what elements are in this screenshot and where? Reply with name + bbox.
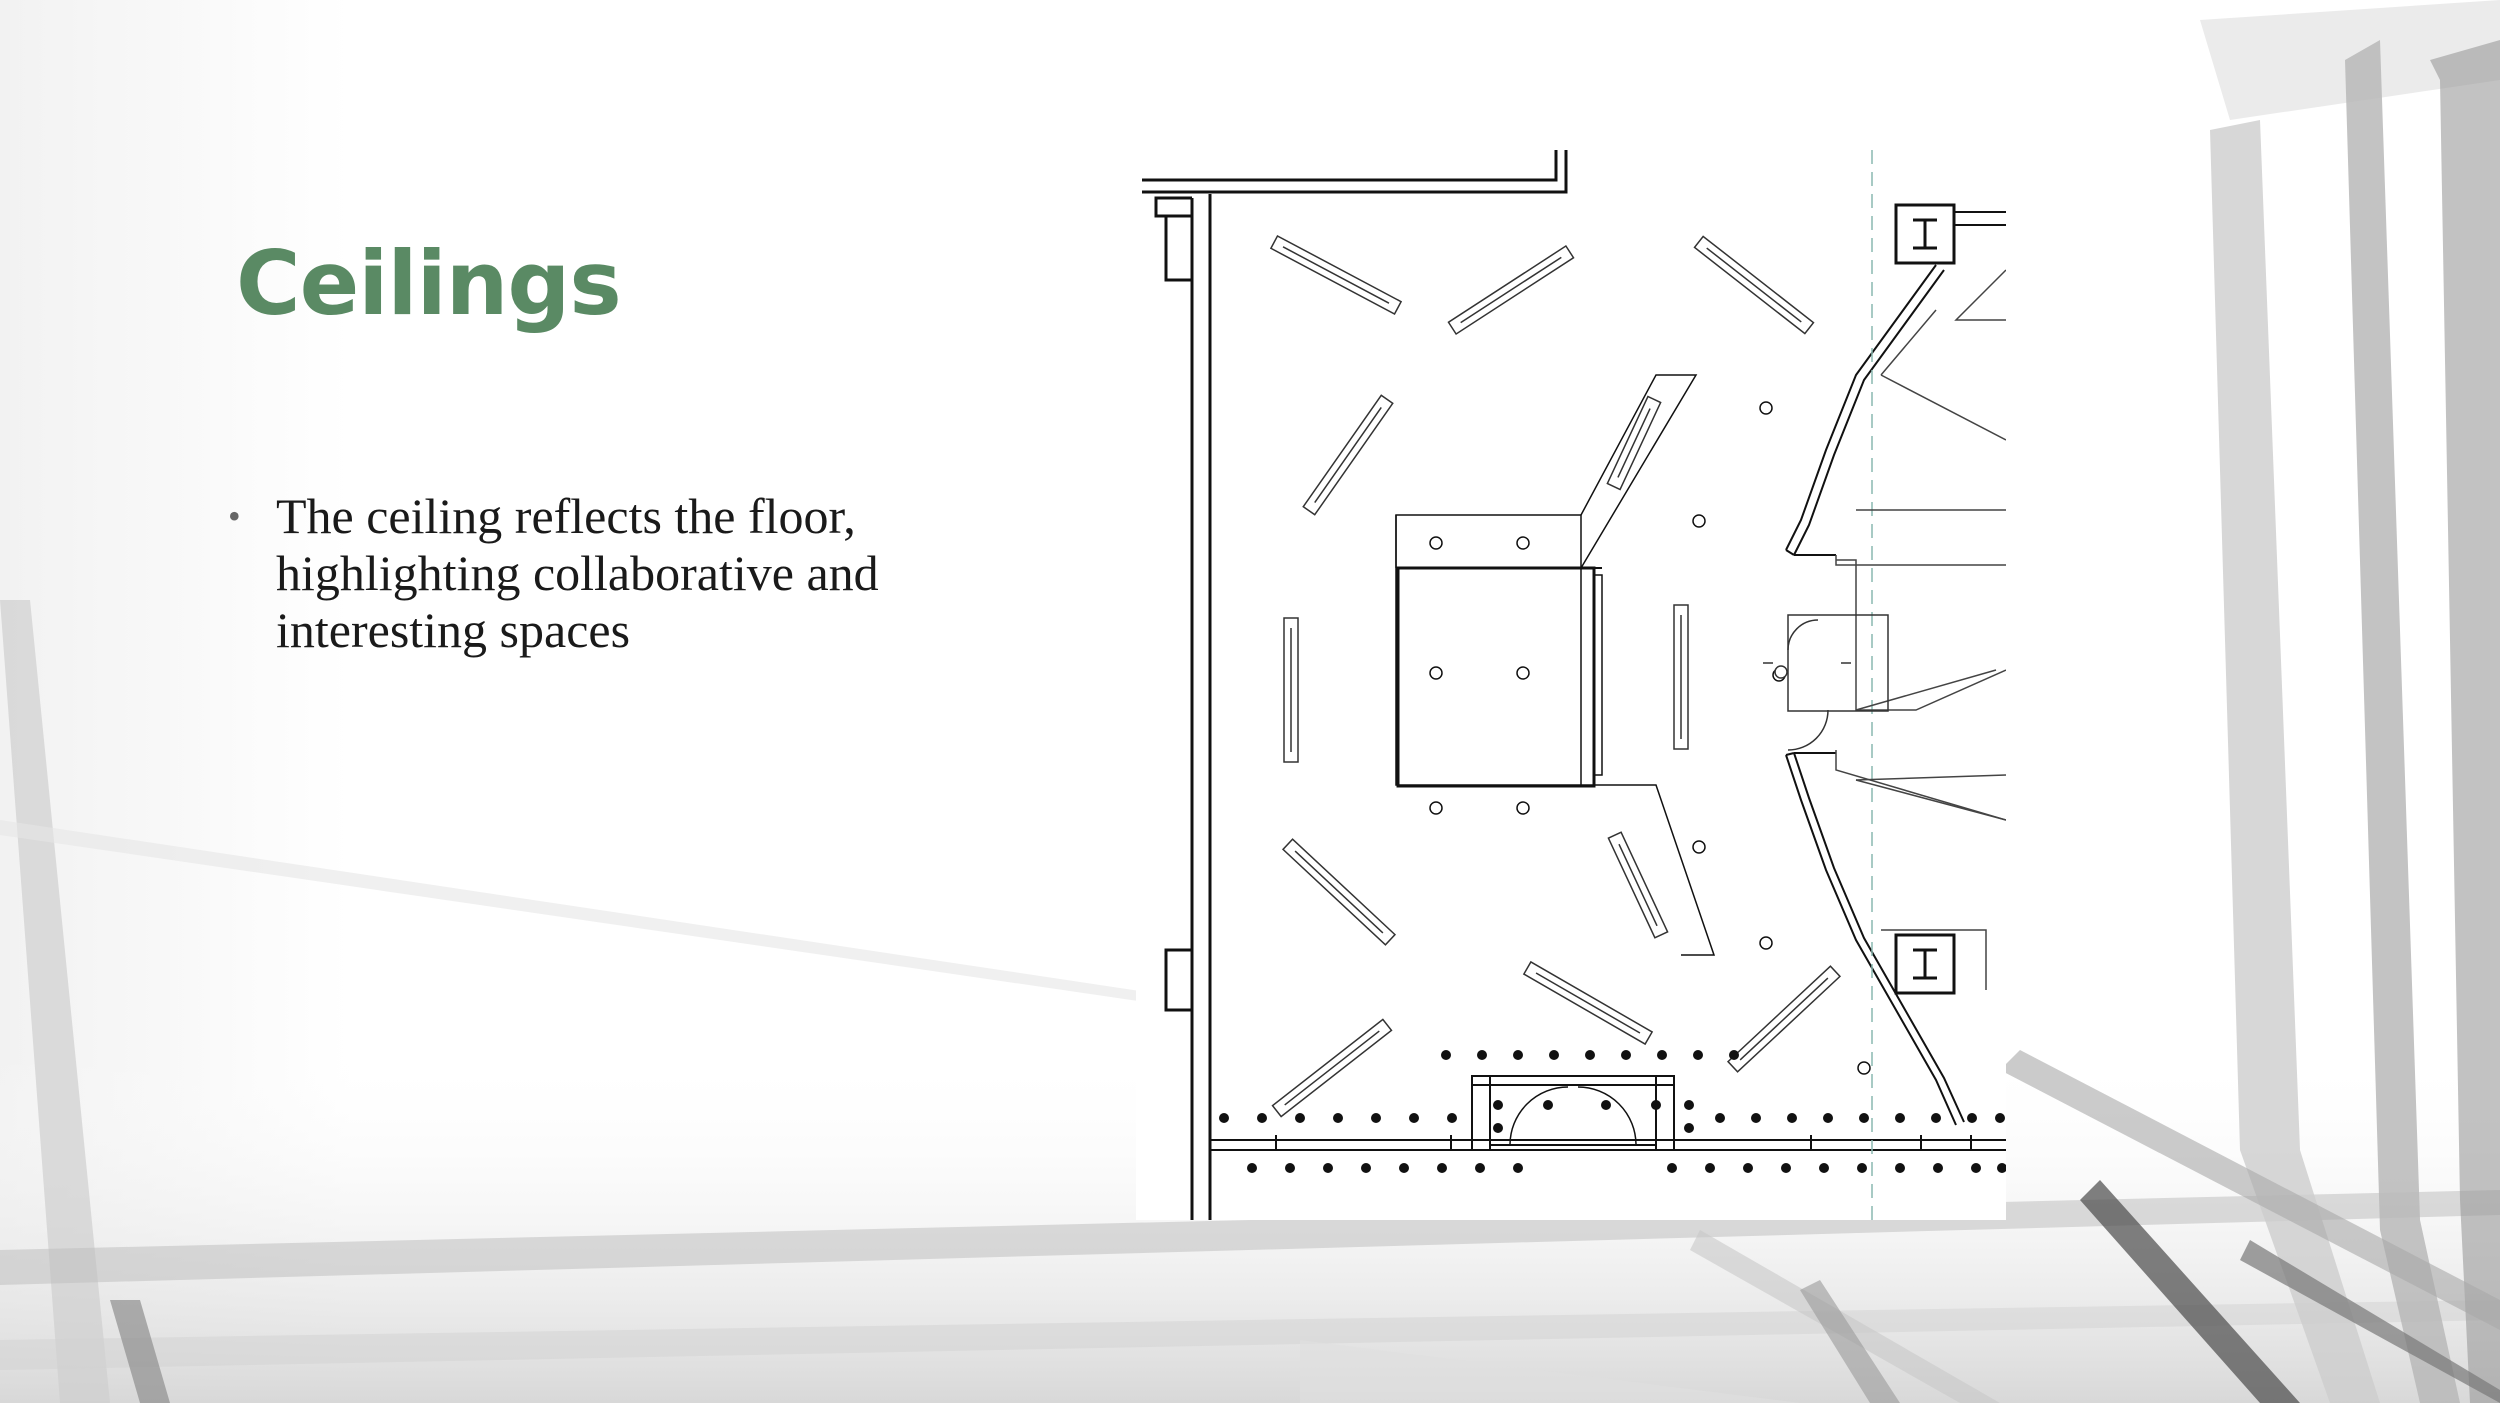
slide-title: Ceilings <box>236 232 622 335</box>
bullet-text: The ceiling reflects the floor, highligh… <box>276 488 879 658</box>
bullet-list: • The ceiling reflects the floor, highli… <box>228 488 1028 659</box>
bullet-item: • The ceiling reflects the floor, highli… <box>228 488 1028 659</box>
bullet-icon: • <box>228 496 241 536</box>
reflected-ceiling-plan-drawing <box>1136 150 2006 1220</box>
